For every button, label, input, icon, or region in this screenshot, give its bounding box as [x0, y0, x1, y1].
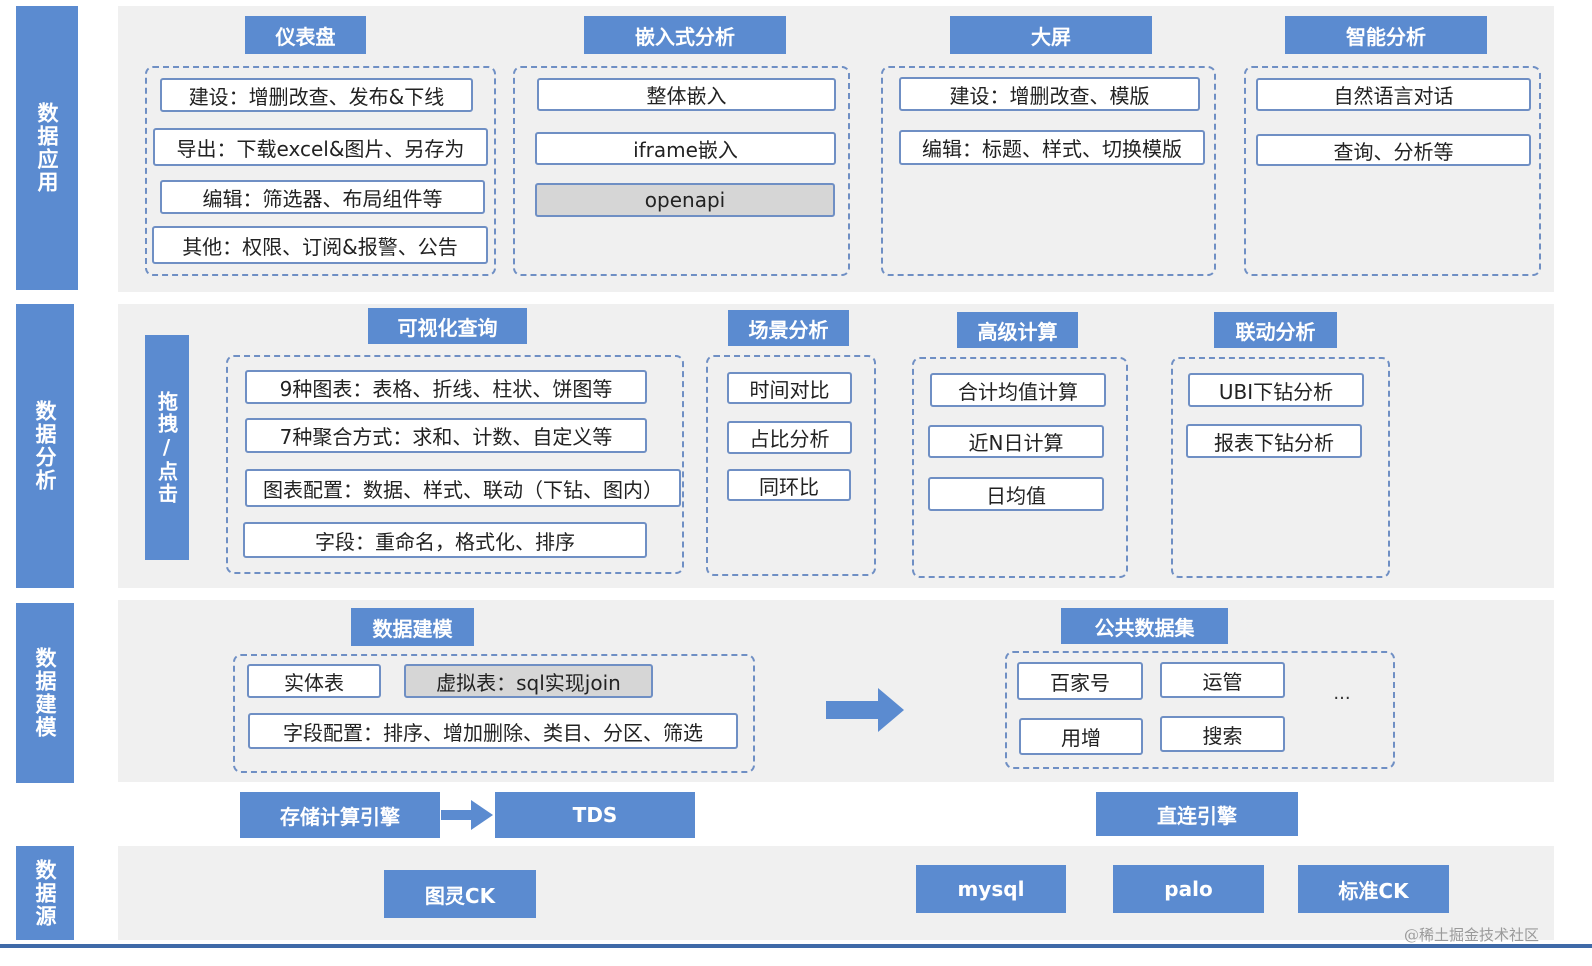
embedded-item-whole: 整体嵌入 — [537, 78, 836, 111]
visual-query-group — [226, 355, 684, 574]
smart-item-query: 查询、分析等 — [1256, 134, 1531, 166]
scenario-analysis-header: 场景分析 — [728, 310, 849, 346]
visual-item-fields: 字段：重命名，格式化、排序 — [243, 522, 647, 558]
linked-analysis-group — [1171, 357, 1390, 578]
big-screen-item-build: 建设：增删改查、模版 — [899, 77, 1200, 111]
dashboard-item-build: 建设：增删改查、发布&下线 — [160, 78, 473, 112]
layer-label-analysis: 数据分析 — [16, 304, 74, 588]
source-mysql: mysql — [916, 865, 1066, 913]
tds-engine: TDS — [495, 792, 695, 838]
big-screen-group — [881, 66, 1216, 276]
scenario-item-ratio: 占比分析 — [727, 421, 852, 454]
visual-item-aggregation: 7种聚合方式：求和、计数、自定义等 — [245, 418, 647, 453]
public-dataset-header: 公共数据集 — [1061, 608, 1228, 644]
data-modeling-header: 数据建模 — [351, 608, 474, 646]
drag-click-label: 拖拽/点击 — [145, 335, 189, 560]
scenario-item-yoy-mom: 同环比 — [727, 469, 851, 501]
big-screen-header: 大屏 — [950, 16, 1152, 54]
arrow-right-icon — [826, 688, 904, 732]
visual-query-header: 可视化查询 — [368, 308, 527, 344]
linked-analysis-header: 联动分析 — [1214, 312, 1337, 348]
layer-label-source: 数据源 — [16, 846, 74, 940]
modeling-virtual-table: 虚拟表：sql实现join — [404, 664, 653, 698]
dataset-item-operations: 运管 — [1160, 662, 1285, 698]
advanced-calc-group — [912, 357, 1128, 578]
scenario-item-time-compare: 时间对比 — [727, 372, 852, 404]
advanced-item-recent-n-days: 近N日计算 — [928, 425, 1104, 458]
arrow-right-icon — [441, 800, 493, 830]
linked-item-ubi-drilldown: UBI下钻分析 — [1188, 373, 1364, 407]
modeling-field-config: 字段配置：排序、增加删除、类目、分区、筛选 — [248, 713, 738, 749]
embedded-analysis-header: 嵌入式分析 — [584, 16, 786, 54]
embedded-group — [513, 66, 850, 276]
dashboard-header: 仪表盘 — [245, 16, 366, 54]
linked-item-report-drilldown: 报表下钻分析 — [1186, 424, 1362, 458]
watermark: @稀土掘金技术社区 — [1404, 926, 1540, 944]
dashboard-item-edit: 编辑：筛选器、布局组件等 — [160, 180, 485, 214]
dataset-item-search: 搜索 — [1160, 716, 1285, 752]
embedded-item-iframe: iframe嵌入 — [535, 132, 836, 165]
layer-label-app: 数据应用 — [16, 6, 78, 290]
source-palo: palo — [1113, 865, 1264, 913]
visual-item-chart-config: 图表配置：数据、样式、联动（下钻、图内） — [245, 469, 681, 507]
dataset-item-user-growth: 用增 — [1019, 718, 1143, 755]
bottom-divider — [0, 944, 1592, 948]
source-turing-ck: 图灵CK — [384, 870, 536, 918]
public-dataset-group — [1005, 651, 1395, 769]
source-standard-ck: 标准CK — [1298, 865, 1449, 913]
dashboard-item-other: 其他：权限、订阅&报警、公告 — [152, 226, 488, 264]
storage-engine: 存储计算引擎 — [240, 792, 440, 838]
dashboard-group — [145, 66, 496, 276]
direct-engine: 直连引擎 — [1096, 792, 1298, 836]
smart-item-nlp: 自然语言对话 — [1256, 78, 1531, 111]
big-screen-item-edit: 编辑：标题、样式、切换模版 — [899, 130, 1205, 165]
advanced-calc-header: 高级计算 — [957, 312, 1078, 348]
advanced-item-daily-avg: 日均值 — [928, 477, 1104, 511]
dashboard-item-export: 导出：下载excel&图片、另存为 — [153, 128, 488, 166]
layer-label-modeling: 数据建模 — [16, 603, 74, 783]
visual-item-charts: 9种图表：表格、折线、柱状、饼图等 — [245, 370, 647, 404]
smart-analysis-header: 智能分析 — [1285, 16, 1487, 54]
dataset-item-baijiahao: 百家号 — [1017, 662, 1143, 700]
smart-analysis-group — [1244, 66, 1541, 276]
scenario-analysis-group — [706, 355, 876, 576]
data-modeling-group — [233, 654, 755, 773]
advanced-item-total-avg: 合计均值计算 — [930, 373, 1106, 407]
modeling-entity-table: 实体表 — [247, 664, 381, 698]
embedded-item-openapi: openapi — [535, 183, 835, 217]
dataset-more-ellipsis: ... — [1333, 682, 1351, 704]
